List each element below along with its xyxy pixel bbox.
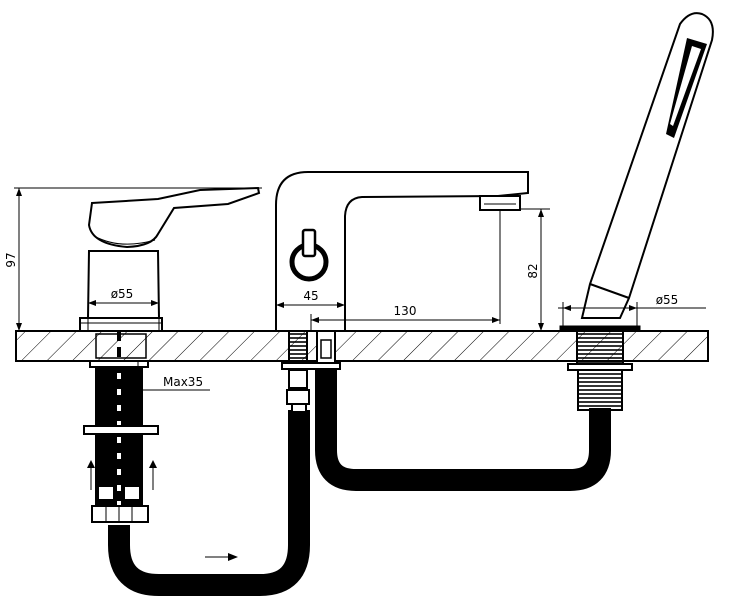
flow-arrow-right-icon (205, 553, 238, 561)
spout-hose-connector (286, 369, 310, 413)
mixer-lever-handle (87, 186, 261, 249)
dimension-spout-height: 82 (520, 208, 550, 331)
handshower (580, 12, 714, 319)
dimension-spout-base-width: 45 (276, 289, 345, 308)
handshower-diameter-label: ø55 (656, 293, 679, 307)
overall-height-label: 97 (4, 252, 18, 267)
spout-height-label: 82 (526, 263, 540, 278)
mixer-diameter-label: ø55 (111, 287, 134, 301)
spout-threaded-shank (288, 330, 336, 364)
spout-base-width-label: 45 (303, 289, 318, 303)
dimension-overall-height: 97 (4, 187, 262, 331)
dimension-handshower-diameter: ø55 (558, 293, 706, 326)
handshower-holder-shank (567, 330, 633, 411)
flow-arrow-up-left-icon (87, 460, 95, 490)
handshower-holder-flange (559, 325, 641, 332)
max-deck-thickness-label: Max35 (163, 375, 203, 389)
spout-mounting-nut (281, 362, 341, 370)
dimension-mixer-diameter: ø55 (87, 287, 160, 331)
dimension-max-deck-thickness: Max35 (137, 361, 210, 394)
mixer-mounting-rod (95, 331, 147, 510)
spout-reach-label: 130 (394, 304, 417, 318)
mixer-body (79, 250, 163, 332)
mixer-mounting-nut (89, 360, 149, 368)
spout-body (275, 171, 529, 332)
handshower-hose (315, 361, 611, 491)
mixer-bracket (83, 425, 159, 435)
supply-connector-nuts (91, 485, 149, 523)
diverter-knob-icon (289, 228, 329, 282)
dimension-spout-reach: 130 (310, 210, 501, 331)
flow-arrow-up-right-icon (149, 460, 157, 490)
connecting-hose (108, 410, 310, 596)
